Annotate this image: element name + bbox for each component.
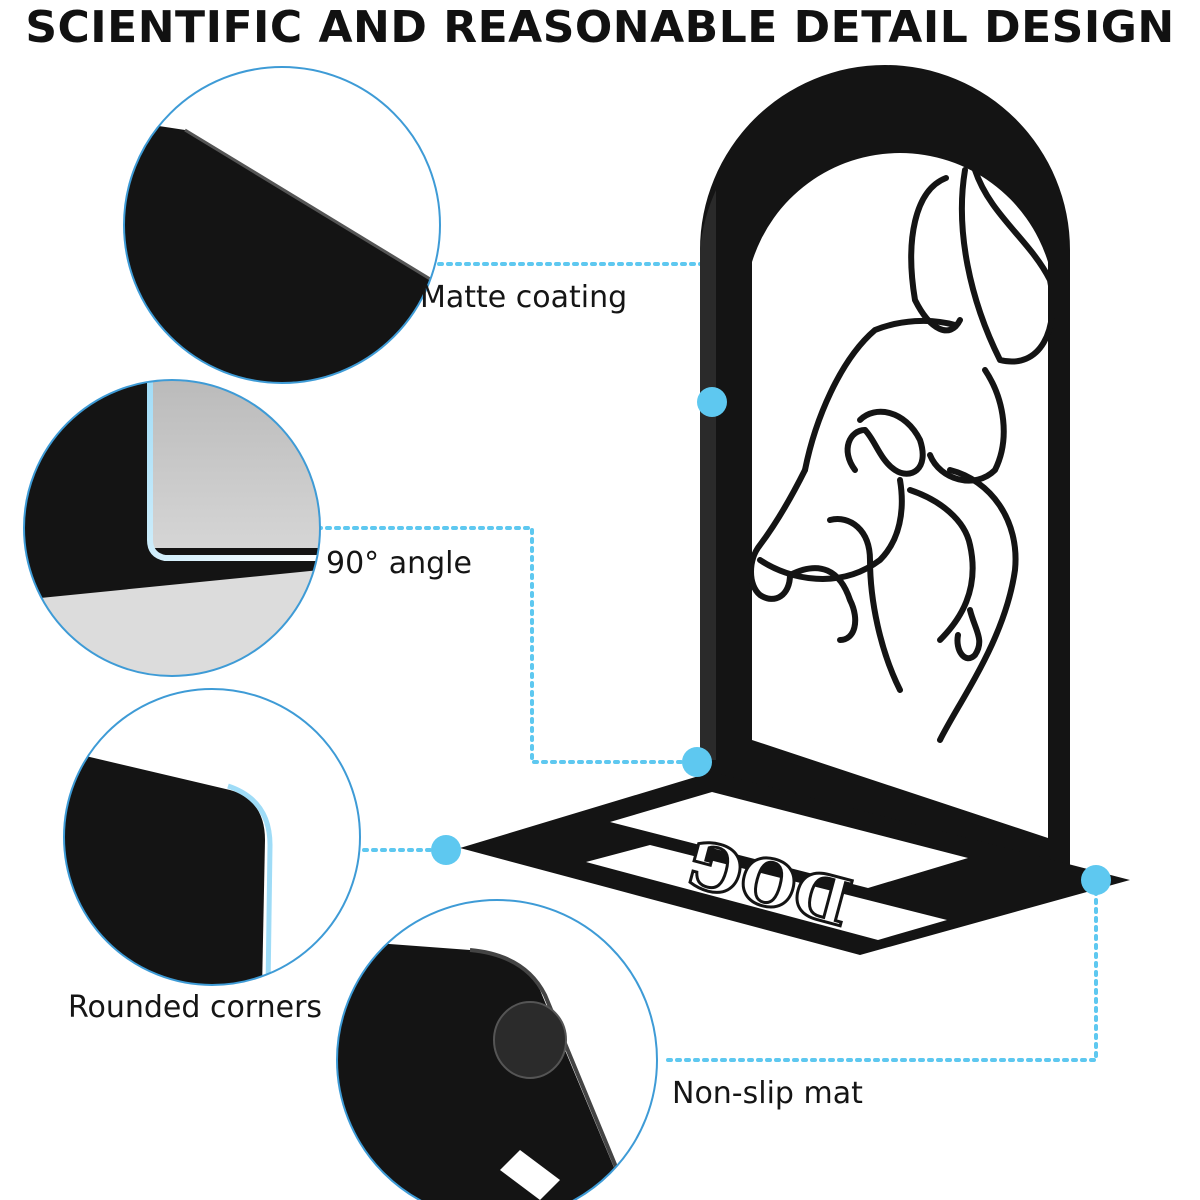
- zoom-circle-matte: [123, 66, 441, 384]
- dot-corners: [431, 835, 461, 865]
- zoom-circle-mat: [336, 899, 658, 1200]
- connector-angle: [316, 526, 697, 764]
- accent-dots: [431, 387, 1111, 895]
- zoom-circle-angle: [23, 379, 321, 677]
- callout-label-mat: Non-slip mat: [672, 1076, 863, 1111]
- connector-mat: [666, 880, 1098, 1062]
- dot-matte: [697, 387, 727, 417]
- dot-angle: [682, 747, 712, 777]
- dog-lineart: [748, 167, 1056, 743]
- callout-label-corners: Rounded corners: [68, 990, 323, 1025]
- headline: SCIENTIFIC AND REASONABLE DETAIL DESIGN: [25, 2, 1175, 53]
- bookend-base: DOG: [460, 772, 1130, 955]
- zoom-circle-corners: [63, 688, 361, 986]
- dot-mat: [1081, 865, 1111, 895]
- callout-label-angle: 90° angle: [326, 546, 472, 581]
- callout-label-matte: Matte coating: [420, 280, 628, 315]
- bookend-upright: [700, 65, 1120, 880]
